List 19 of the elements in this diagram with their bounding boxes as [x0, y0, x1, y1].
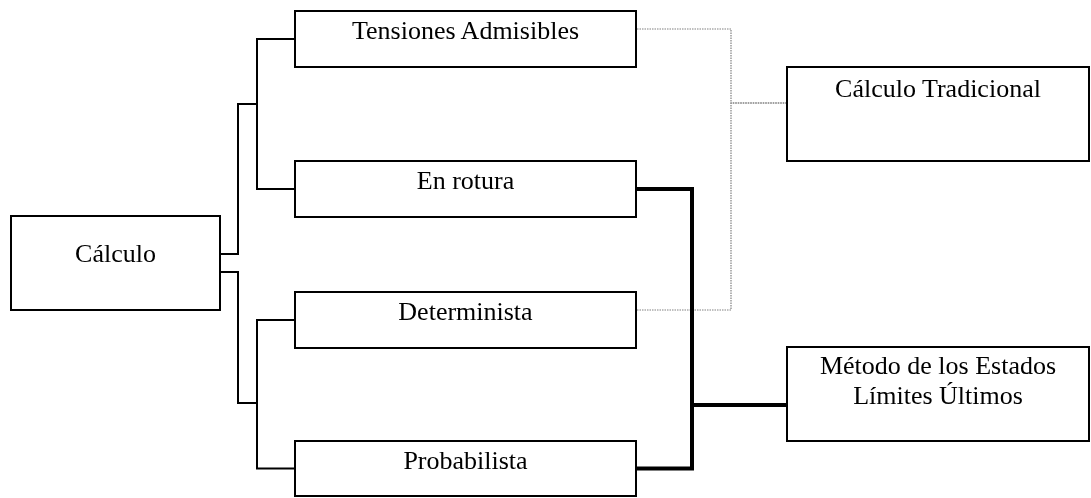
text-box: [294, 291, 637, 349]
box-label: Cálculo: [74, 239, 157, 269]
box-label: Probabilista: [402, 446, 529, 476]
box-label: Cálculo Tradicional: [834, 74, 1042, 104]
dotted-connector: [636, 102, 787, 311]
bracket-connector: [220, 103, 295, 255]
text-box: [10, 215, 221, 311]
box-label: Determinista: [397, 297, 534, 327]
bracket-connector: [637, 403, 786, 471]
box-label: Tensiones Admisibles: [350, 16, 581, 46]
text-box: [294, 10, 637, 68]
text-box: [294, 440, 637, 497]
dotted-connector: [636, 28, 787, 104]
text-box: [786, 346, 1090, 442]
box-label: En rotura: [415, 166, 516, 196]
text-box: [294, 160, 637, 218]
bracket-connector: [220, 271, 295, 470]
box-label: Método de los Estados Límites Últimos: [818, 351, 1058, 411]
text-box: [786, 66, 1090, 162]
